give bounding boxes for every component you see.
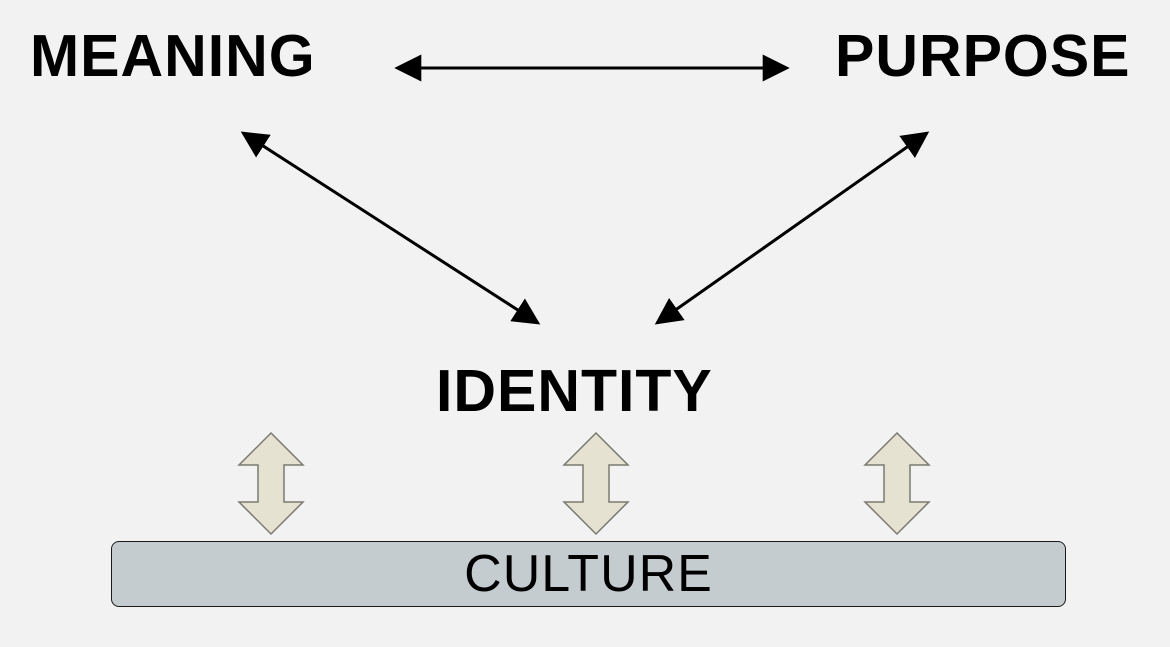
meaning-node: MEANING	[30, 23, 316, 89]
culture-label: CULTURE	[464, 545, 713, 603]
culture-bar: CULTURE	[111, 541, 1066, 607]
purpose-identity-arrow	[654, 131, 930, 325]
meaning-identity-arrow	[240, 131, 541, 325]
identity-culture-block-arrow-left	[237, 431, 305, 536]
identity-node: IDENTITY	[436, 358, 713, 424]
identity-culture-block-arrow-right	[863, 431, 931, 536]
purpose-node: PURPOSE	[835, 23, 1131, 89]
identity-culture-block-arrow-center	[562, 431, 630, 536]
